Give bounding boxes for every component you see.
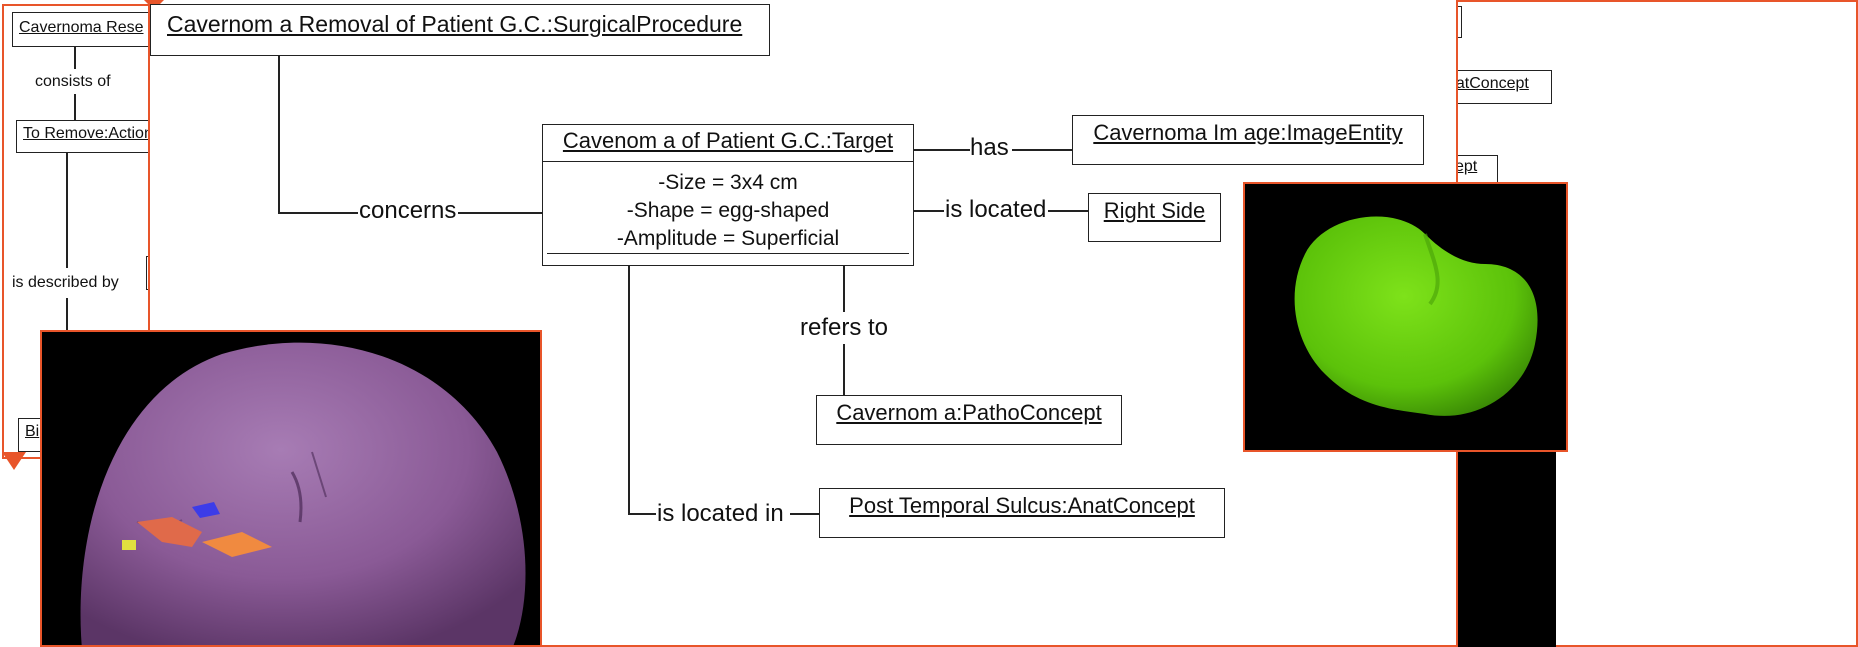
- target-attr-amplitude: -Amplitude = Superficial: [616, 227, 840, 250]
- has-label: has: [970, 134, 1009, 161]
- patho-concept-box: Cavernom a:PathoConcept: [816, 395, 1122, 445]
- is-located-in-label: is located in: [657, 500, 784, 527]
- back-right-anat-box: natConcept: [1440, 70, 1552, 104]
- target-title: Cavenom a of Patient G.C.:Target: [543, 125, 913, 162]
- back-consists-of-label: consists of: [35, 73, 111, 90]
- target-class-box: Cavenom a of Patient G.C.:Target -Size =…: [542, 124, 914, 266]
- refers-to-label: refers to: [800, 314, 889, 341]
- concerns-label: concerns: [359, 197, 457, 224]
- concerns-connector-h1: [278, 212, 358, 214]
- brain-icon: [80, 342, 526, 645]
- slide-corner-marker: [2, 452, 26, 470]
- back-described-by-label: is described by: [12, 274, 119, 291]
- back-title-box: Cavernoma Rese: [12, 12, 167, 47]
- target-attr-shape: -Shape = egg-shaped: [626, 199, 830, 222]
- lesion-icon: [1294, 216, 1538, 416]
- is-located-label: is located: [945, 196, 1047, 223]
- back-right-black-image: [1456, 452, 1556, 647]
- back-action-box: To Remove:Action: [16, 120, 156, 153]
- brain-render-image: [40, 330, 542, 647]
- image-entity-box: Cavernoma Im age:ImageEntity: [1072, 115, 1424, 165]
- concerns-connector-v: [278, 56, 280, 213]
- lesion-render-image: [1243, 182, 1568, 452]
- right-side-box: Right Side: [1088, 193, 1221, 242]
- target-attr-size: -Size = 3x4 cm: [658, 171, 798, 194]
- concerns-connector-h2: [458, 212, 542, 214]
- anat-concept-box: Post Temporal Sulcus:AnatConcept: [819, 488, 1225, 538]
- procedure-box: Cavernom a Removal of Patient G.C.:Surgi…: [150, 4, 770, 56]
